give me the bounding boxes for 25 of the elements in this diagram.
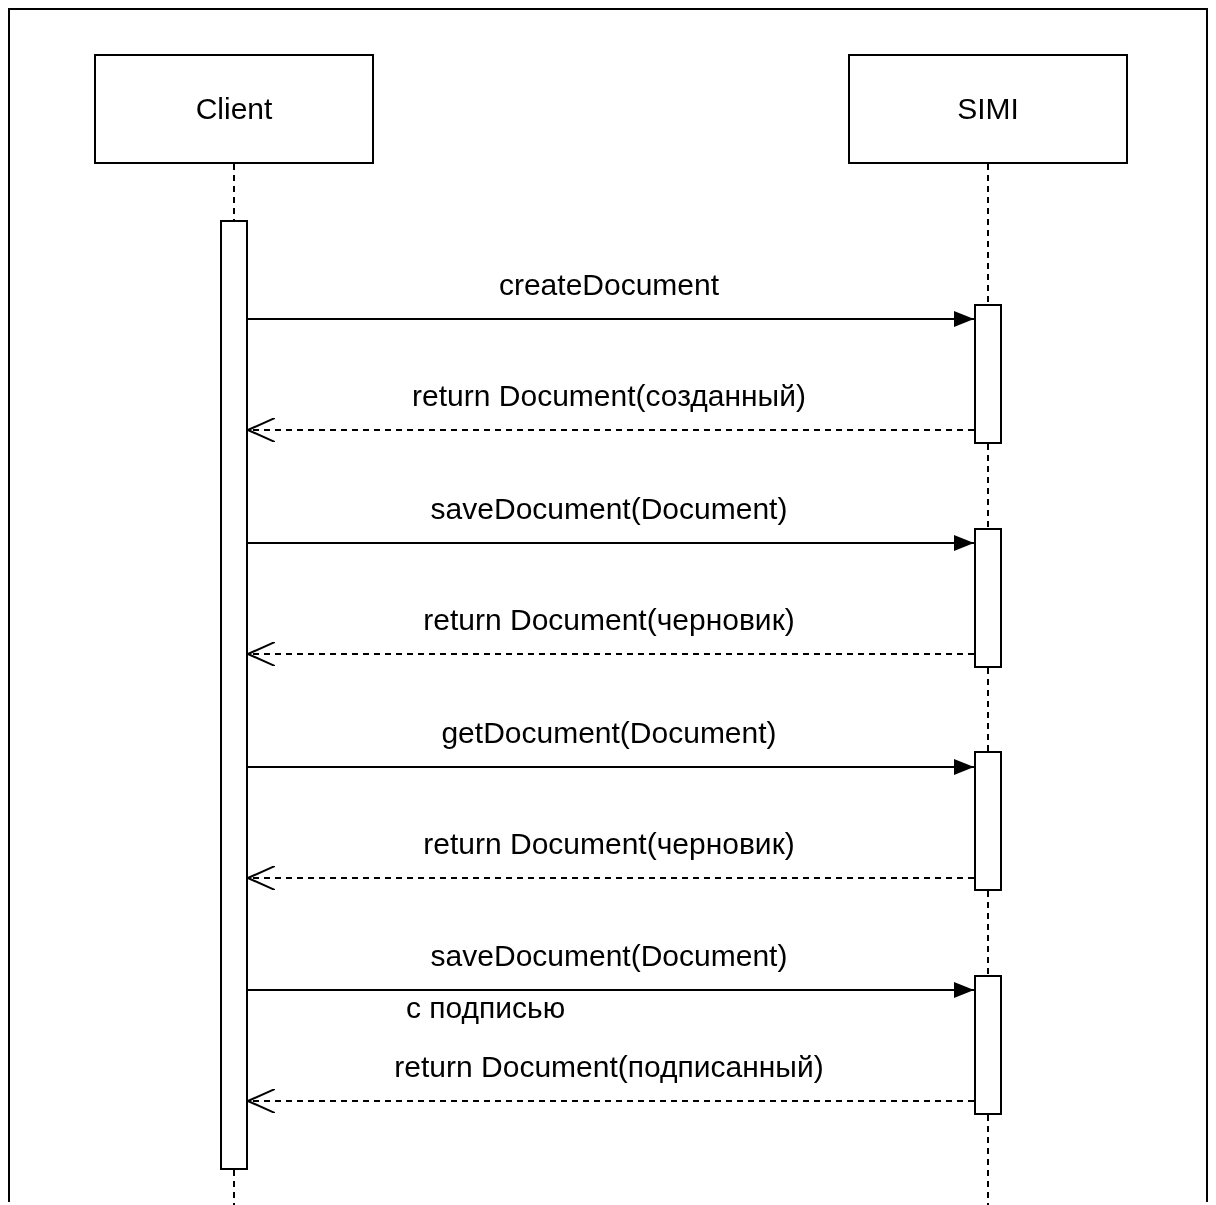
activation-bar [974,304,1002,444]
lifeline [233,1169,235,1205]
participant-name: SIMI [957,92,1019,126]
lifeline [987,890,989,976]
activation-bar [974,975,1002,1115]
message-arrow [247,982,975,998]
message-arrow [247,759,975,775]
lifeline [987,443,989,529]
activation-bar [220,220,248,1170]
message-arrow [247,417,975,443]
lifeline [987,667,989,752]
message-arrow [247,535,975,551]
activation-bar [974,528,1002,668]
message-arrow [247,641,975,667]
message-note: с подписью [406,992,566,1024]
participant-box [848,54,1128,164]
lifeline [987,1114,989,1205]
message-arrow [247,865,975,891]
participant-name: Client [195,92,273,126]
message-arrow [247,1088,975,1114]
lifeline [987,163,989,305]
message-arrow [247,311,975,327]
lifeline [233,163,235,221]
activation-bar [974,751,1002,891]
participant-box [94,54,374,164]
